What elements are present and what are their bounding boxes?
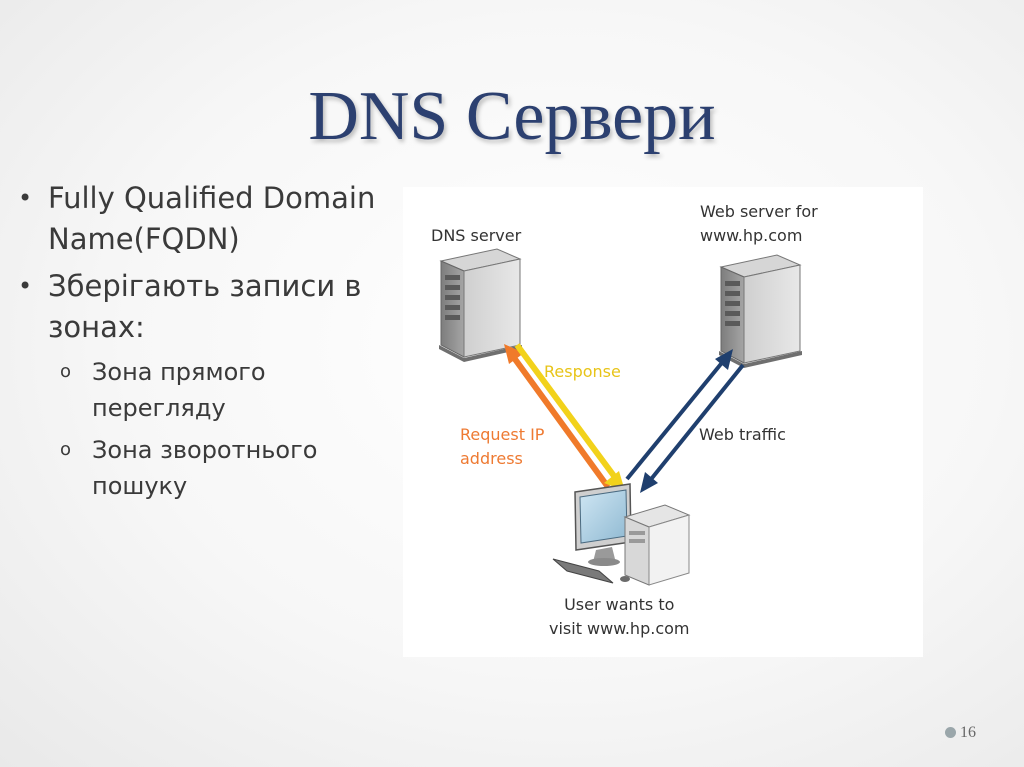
web-server-icon <box>719 254 802 368</box>
page-number: 16 <box>960 724 976 741</box>
slide-title: DNS Сервери <box>308 78 716 155</box>
page-number-dot <box>945 727 956 738</box>
sub-bullet-reverse-zone: o Зона зворотнього пошуку <box>18 432 398 504</box>
user-computer-icon <box>552 483 691 586</box>
sub-bullet-marker: o <box>60 439 72 460</box>
response-label: Response <box>544 362 621 381</box>
bullet-item-zones: • Зберігають записи в зонах: <box>18 266 398 348</box>
dns-diagram: DNS server Web server for www.hp.com Res… <box>403 187 923 657</box>
dns-server-label: DNS server <box>431 226 522 245</box>
request-label: Request IP address <box>460 425 545 468</box>
sub-bullet-text: Зона зворотнього пошуку <box>92 436 318 500</box>
bullet-marker: • <box>18 184 33 212</box>
bullet-marker: • <box>18 272 33 300</box>
sub-bullet-text: Зона прямого перегляду <box>92 358 266 422</box>
dns-server-icon <box>439 248 522 362</box>
web-server-label: Web server for www.hp.com <box>700 202 818 245</box>
bullet-item-fqdn: • Fully Qualified Domain Name(FQDN) <box>18 178 398 260</box>
web-traffic-label: Web traffic <box>699 425 786 444</box>
bullet-list: • Fully Qualified Domain Name(FQDN) • Зб… <box>18 178 398 510</box>
user-label: User wants to visit www.hp.com <box>549 595 690 638</box>
request-arrow <box>504 344 611 489</box>
bullet-text: Зберігають записи в зонах: <box>48 269 362 344</box>
sub-bullet-marker: o <box>60 361 72 382</box>
web-traffic-arrows <box>625 349 745 493</box>
dns-diagram-graphic <box>439 248 802 586</box>
bullet-text: Fully Qualified Domain Name(FQDN) <box>48 181 376 256</box>
sub-bullet-forward-zone: o Зона прямого перегляду <box>18 354 398 426</box>
